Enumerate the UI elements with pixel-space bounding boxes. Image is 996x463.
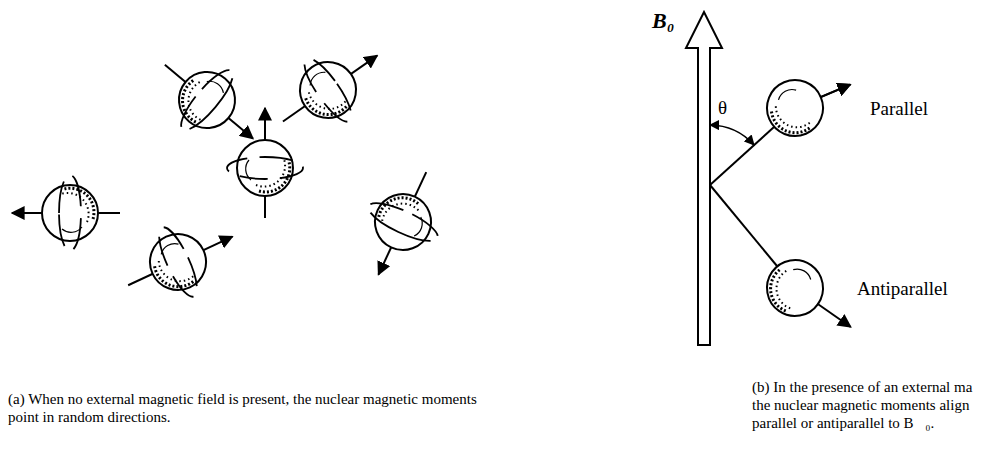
- svg-line: [820, 85, 850, 98]
- orientation-label: Parallel: [868, 98, 930, 121]
- parallel-nucleus: [758, 59, 861, 145]
- field-label: B₀: [650, 8, 676, 34]
- caption-text: (b) In the presence of an external ma th…: [752, 378, 988, 432]
- svg-ellipse: [297, 53, 359, 128]
- svg-use: [758, 71, 831, 144]
- svg-ellipse: [227, 157, 303, 179]
- svg-use: [141, 225, 215, 299]
- spinning-nucleus: [344, 156, 461, 291]
- svg-use: [237, 140, 293, 196]
- svg-use: [366, 185, 440, 259]
- orientation-label: Antiparallel: [855, 278, 950, 301]
- angle-arc: [710, 125, 754, 145]
- orientation-line: [710, 127, 774, 185]
- svg-use: [168, 61, 247, 140]
- orientation-line: [710, 185, 777, 266]
- svg-ellipse: [364, 196, 442, 248]
- svg-ellipse: [174, 64, 240, 136]
- spinning-nucleus: [112, 202, 248, 319]
- angle-label: θ: [716, 97, 729, 120]
- svg-use: [42, 185, 98, 241]
- svg-ellipse: [59, 175, 81, 251]
- spinning-nucleus: [12, 175, 120, 251]
- spinning-nucleus: [261, 24, 399, 152]
- antiparallel-nucleus: [756, 249, 867, 350]
- svg-use: [289, 51, 367, 129]
- svg-line: [817, 303, 851, 327]
- svg-use: [756, 249, 834, 327]
- spinning-nucleus: [227, 108, 303, 218]
- caption-text: (a) When no external magnetic field is p…: [8, 390, 488, 426]
- svg-ellipse: [152, 223, 204, 301]
